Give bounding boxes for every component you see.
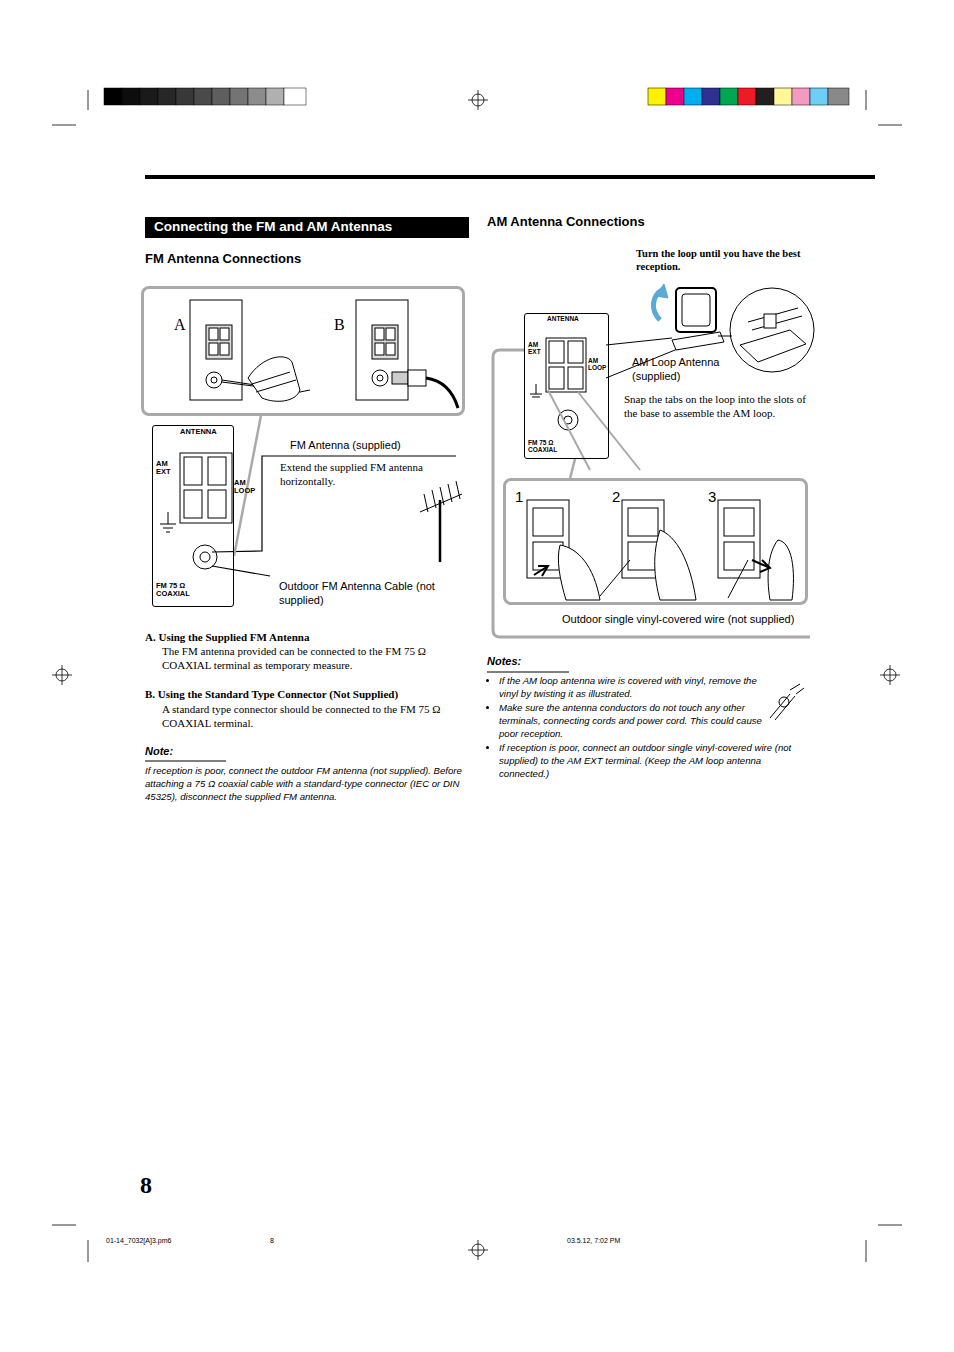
note-heading: Note:	[145, 745, 173, 759]
item-heading: A. Using the Supplied FM Antenna	[145, 631, 309, 645]
note-rule	[145, 761, 226, 762]
callout-line	[234, 416, 261, 556]
color-bar	[648, 88, 849, 105]
item-body: A standard type connector should be conn…	[162, 703, 467, 731]
terminal-label: AM LOOP	[234, 479, 256, 495]
note-text: If reception is poor, connect the outdoo…	[145, 765, 470, 804]
section-heading: FM Antenna Connections	[145, 251, 301, 267]
header-rule	[145, 175, 875, 179]
step-number: 2	[612, 488, 620, 505]
terminal-label: AM LOOP	[588, 358, 606, 372]
notes-rule	[487, 672, 569, 673]
item-body: The FM antenna provided can be connected…	[162, 645, 467, 673]
part-label: Outdoor single vinyl-covered wire (not s…	[562, 613, 794, 627]
instruction-text: Extend the supplied FM antenna horizonta…	[280, 461, 455, 489]
terminal-label: FM 75 Ω COAXIAL	[528, 440, 568, 454]
grey-bar	[104, 88, 306, 105]
terminal-label: AM EXT	[528, 342, 546, 356]
note-heading: Notes:	[487, 655, 521, 669]
part-label: Outdoor FM Antenna Cable (not supplied)	[279, 580, 444, 608]
instruction-text: Snap the tabs on the loop into the slots…	[624, 393, 816, 421]
panel-label: ANTENNA	[180, 428, 217, 436]
callout-letter: B	[334, 316, 345, 334]
callout-line	[570, 459, 575, 478]
section-heading: AM Antenna Connections	[487, 214, 645, 230]
part-label: AM Loop Antenna (supplied)	[632, 356, 742, 384]
registration-marks	[52, 90, 900, 1260]
title-band	[145, 217, 469, 238]
title-text: Connecting the FM and AM Antennas	[154, 219, 392, 236]
step-number: 3	[708, 488, 716, 505]
terminal-label: FM 75 Ω COAXIAL	[156, 582, 200, 598]
terminal-label: AM EXT	[156, 460, 178, 476]
note-item: Make sure the antenna conductors do not …	[499, 702, 777, 741]
page-number: 8	[140, 1170, 152, 1200]
footer-text: 03.5.12, 7:02 PM	[567, 1237, 620, 1246]
step-number: 1	[515, 488, 523, 505]
part-label: FM Antenna (supplied)	[290, 439, 401, 453]
fm-detail-b	[356, 300, 458, 408]
note-item: If the AM loop antenna wire is covered w…	[499, 675, 777, 701]
note-item: If reception is poor, connect an outdoor…	[499, 742, 809, 781]
notes-list: If the AM loop antenna wire is covered w…	[487, 675, 777, 782]
footer-text: 01-14_7032[A]3.pm6	[106, 1237, 171, 1246]
crop-marks	[52, 90, 902, 1262]
fm-detail-a	[190, 300, 310, 401]
callout-frame: AB	[141, 286, 465, 416]
callout-letter: A	[174, 316, 186, 334]
vinyl-twist-icon	[770, 684, 804, 720]
footer-text: 8	[270, 1237, 274, 1246]
terminal-panel: ANTENNA AM EXT AM LOOP FM 75 Ω COAXIAL	[524, 313, 609, 459]
instruction-text: Turn the loop until you have the best re…	[636, 247, 806, 273]
am-steps	[527, 500, 793, 600]
steps-frame: 1 2 3	[503, 478, 808, 605]
yagi-antenna	[420, 481, 462, 562]
panel-label: ANTENNA	[547, 315, 579, 322]
terminal-panel: ANTENNAAM EXTAM LOOPFM 75 Ω COAXIAL	[152, 425, 234, 607]
item-heading: B. Using the Standard Type Connector (No…	[145, 688, 398, 702]
